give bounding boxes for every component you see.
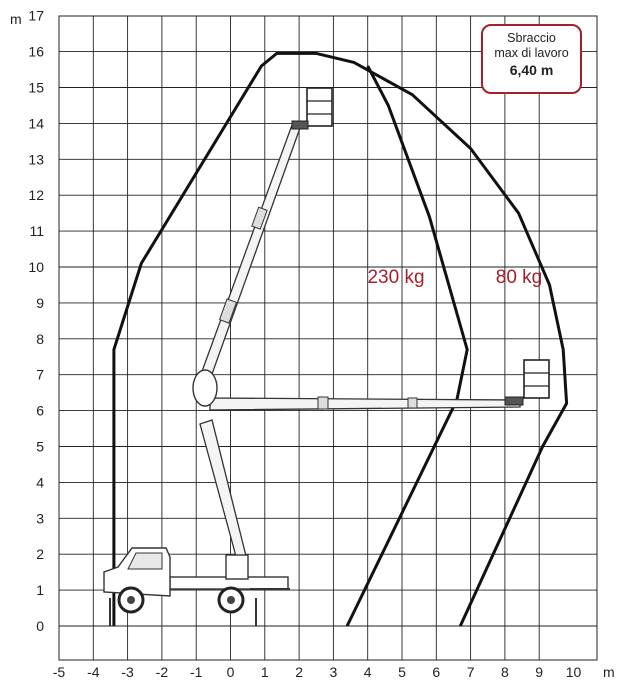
x-tick-label: 6	[432, 664, 440, 680]
y-tick-label: 11	[29, 223, 44, 239]
y-tick-label: 1	[36, 582, 44, 598]
plot-frame	[58, 15, 598, 661]
zone-label: 80 kg	[496, 267, 542, 288]
zone-label: 230 kg	[367, 267, 424, 288]
turret-base	[225, 554, 249, 580]
x-axis: m -5 -4 -3 -2 -1 0 1 2 3 4 5 6 7 8 9 10	[53, 664, 615, 680]
y-tick-label: 16	[28, 44, 44, 60]
x-axis-unit: m	[603, 664, 615, 680]
y-tick-label: 0	[36, 618, 44, 634]
x-tick-label: -1	[190, 664, 203, 680]
outer-envelope-80kg	[112, 51, 569, 627]
x-tick-label: 1	[261, 664, 269, 680]
basket-bracket	[291, 120, 309, 130]
y-tick-label: 6	[36, 403, 44, 419]
y-tick-label: 12	[28, 187, 44, 203]
platform-basket	[306, 87, 333, 127]
x-tick-label: 4	[364, 664, 372, 680]
working-envelope	[112, 51, 569, 627]
x-tick-label: -3	[121, 664, 134, 680]
x-tick-label: 5	[398, 664, 406, 680]
reach-box-line1: Sbraccio	[507, 31, 556, 45]
x-tick-label: -5	[53, 664, 66, 680]
y-tick-label: 15	[28, 80, 44, 96]
y-tick-label: 4	[36, 474, 44, 490]
boom-joint	[317, 396, 329, 410]
truck-window	[127, 552, 163, 570]
inner-envelope-230kg	[345, 65, 469, 627]
y-tick-label: 5	[36, 439, 44, 455]
reach-box-line2: max di lavoro	[494, 46, 569, 60]
x-tick-label: 9	[535, 664, 543, 680]
boom-joint	[251, 206, 268, 230]
boom-joint	[407, 397, 418, 409]
aerial-platform-truck	[103, 87, 550, 626]
x-tick-label: 7	[467, 664, 475, 680]
x-tick-label: 8	[501, 664, 509, 680]
y-tick-label: 9	[36, 295, 44, 311]
x-tick-label: -2	[156, 664, 169, 680]
y-tick-label: 14	[28, 115, 44, 131]
x-tick-label: 3	[330, 664, 338, 680]
load-zone-labels: 230 kg 80 kg	[367, 267, 542, 288]
max-reach-box: Sbraccio max di lavoro 6,40 m	[481, 24, 582, 94]
boom-knuckle	[192, 369, 218, 407]
y-tick-label: 7	[36, 367, 44, 383]
front-wheel-hub	[127, 596, 135, 604]
rear-wheel-hub	[227, 596, 235, 604]
basket-bracket	[504, 396, 524, 406]
y-tick-label: 10	[28, 259, 44, 275]
y-tick-label: 3	[36, 510, 44, 526]
y-tick-label: 17	[28, 8, 44, 24]
x-tick-label: -4	[87, 664, 100, 680]
boom-joint	[218, 298, 238, 324]
x-tick-label: 10	[566, 664, 582, 680]
reach-box-value: 6,40 m	[509, 62, 554, 78]
y-tick-label: 2	[36, 546, 44, 562]
platform-basket	[523, 359, 550, 399]
y-axis-unit: m	[10, 11, 22, 27]
x-tick-label: 2	[295, 664, 303, 680]
y-tick-label: 13	[28, 151, 44, 167]
x-tick-label: 0	[227, 664, 235, 680]
y-tick-label: 8	[36, 331, 44, 347]
